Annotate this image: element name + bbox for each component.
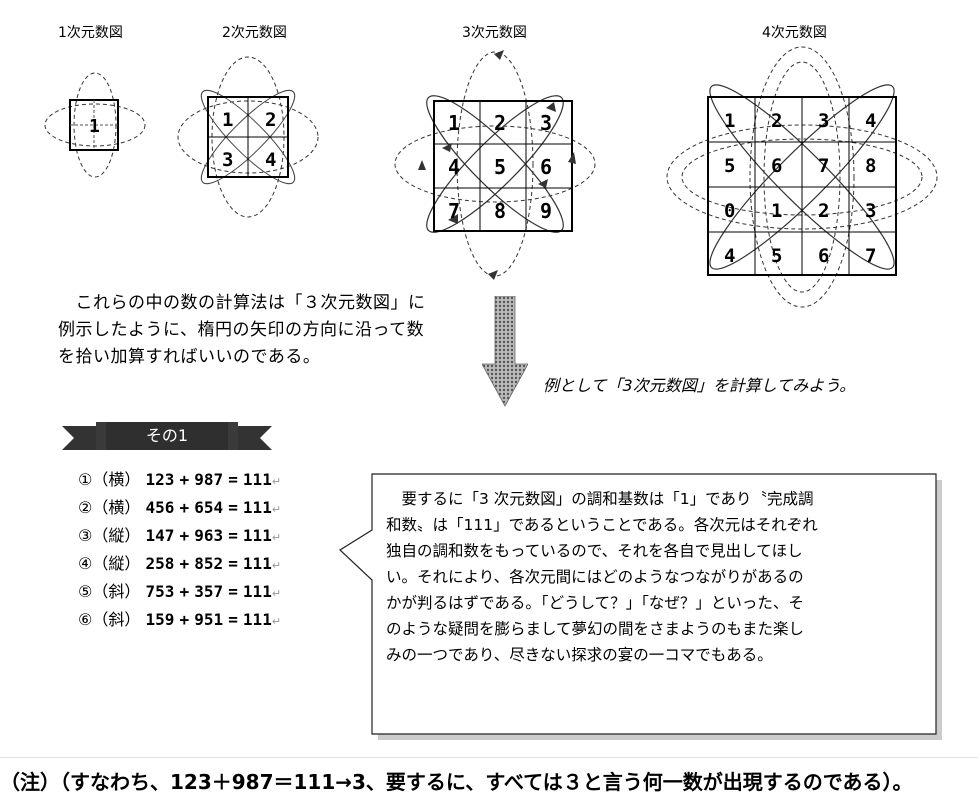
diagram-title-4d: 4次元数図: [762, 25, 827, 41]
cell-3d: 7: [448, 199, 460, 223]
separator-line: [0, 757, 978, 758]
callout-line: のような疑問を膨らまして夢幻の間をさまようのもまた楽し: [386, 620, 805, 638]
cell-4d: 3: [818, 110, 829, 132]
callout-line: 和数〟は「111」であるということである。各次元はそれぞれ: [386, 516, 818, 534]
cell-4d: 7: [818, 155, 829, 177]
down-arrow-icon: [482, 296, 528, 407]
cell-2d: 1: [222, 109, 233, 131]
cell-4d: 7: [865, 245, 876, 267]
callout-box: [339, 473, 942, 740]
cell-4d: 4: [865, 110, 876, 132]
callout-line: みの一つであり、尽きない探求の宴の一コマでもある。: [386, 646, 773, 664]
cell-3d: 3: [540, 111, 552, 135]
equation-row: ⑤（斜） 753 + 357 = 111↵: [78, 582, 282, 601]
cell-4d: 6: [771, 155, 782, 177]
cell-4d: 6: [818, 245, 829, 267]
cell-3d: 5: [494, 155, 506, 179]
cell-4d: 1: [771, 200, 782, 222]
intro-line: を拾い加算すればいいのである。: [58, 347, 321, 367]
cell-3d: 9: [540, 199, 552, 223]
cell-3d: 8: [494, 199, 506, 223]
cell-4d: 3: [865, 200, 876, 222]
diagram-2d: 1 2 3 4: [177, 56, 319, 218]
callout-line: 独自の調和数をもっているので、それを各自で見出してほし: [386, 542, 803, 560]
cell-2d: 2: [265, 109, 276, 131]
equation-row: ④（縦） 258 + 852 = 111↵: [78, 554, 282, 573]
cell-4d: 0: [724, 200, 735, 222]
ribbon-banner: [62, 422, 272, 450]
intro-line: これらの中の数の計算法は「３次元数図」に: [58, 293, 426, 313]
cell-3d: 2: [494, 111, 506, 135]
cell-3d: 4: [448, 155, 460, 179]
footnote: （注）（すなわち、123＋987＝111→3、要するに、すべては３と言う何一数が…: [0, 770, 913, 794]
intro-line: 例示したように、楕円の矢印の方向に沿って数: [58, 320, 425, 340]
diagram-title-1d: 1次元数図: [58, 25, 123, 41]
equation-row: ⑥（斜） 159 + 951 = 111↵: [78, 610, 282, 629]
cell-1d: 1: [89, 116, 100, 137]
diagram-3d: 1 2 3 4 5 6 7 8 9: [394, 50, 596, 280]
callout-line: かが判るはずである。「どうして？」「なぜ？」といった、そ: [386, 594, 804, 612]
cell-3d: 6: [540, 155, 552, 179]
cell-2d: 4: [265, 149, 276, 171]
callout-text: 要するに「3 次元数図」の調和基数は「1」であり〝完成調 和数〟は「111」であ…: [386, 486, 932, 668]
cell-4d: 2: [771, 110, 782, 132]
cell-4d: 2: [818, 200, 829, 222]
equation-row: ③（縦） 147 + 963 = 111↵: [78, 526, 282, 545]
cell-2d: 3: [222, 149, 233, 171]
cell-4d: 4: [724, 245, 735, 267]
cell-4d: 8: [865, 155, 876, 177]
intro-paragraph: これらの中の数の計算法は「３次元数図」に 例示したように、楕円の矢印の方向に沿っ…: [58, 290, 478, 371]
diagram-title-2d: 2次元数図: [222, 25, 287, 41]
callout-line: 要するに「3 次元数図」の調和基数は「1」であり〝完成調: [386, 490, 814, 508]
equation-list: ①（横） 123 + 987 = 111↵ ②（横） 456 + 654 = 1…: [78, 466, 281, 634]
diagram-4d: 1 2 3 4 5 6 7 8 0 1 2 3 4 5 6 7: [666, 46, 938, 308]
equation-row: ①（横） 123 + 987 = 111↵: [78, 470, 282, 489]
callout-line: い。それにより、各次元間にはどのようなつながりがあるの: [386, 568, 804, 586]
equation-row: ②（横） 456 + 654 = 111↵: [78, 498, 282, 517]
cell-4d: 5: [724, 155, 735, 177]
ribbon-label: その1: [145, 426, 189, 445]
example-caption: 例として「3次元数図」を計算してみよう。: [543, 376, 856, 395]
cell-3d: 1: [448, 111, 460, 135]
cell-4d: 5: [771, 245, 782, 267]
cell-4d: 1: [724, 110, 735, 132]
diagram-1d: 1: [44, 72, 146, 178]
diagram-title-3d: 3次元数図: [462, 25, 527, 41]
